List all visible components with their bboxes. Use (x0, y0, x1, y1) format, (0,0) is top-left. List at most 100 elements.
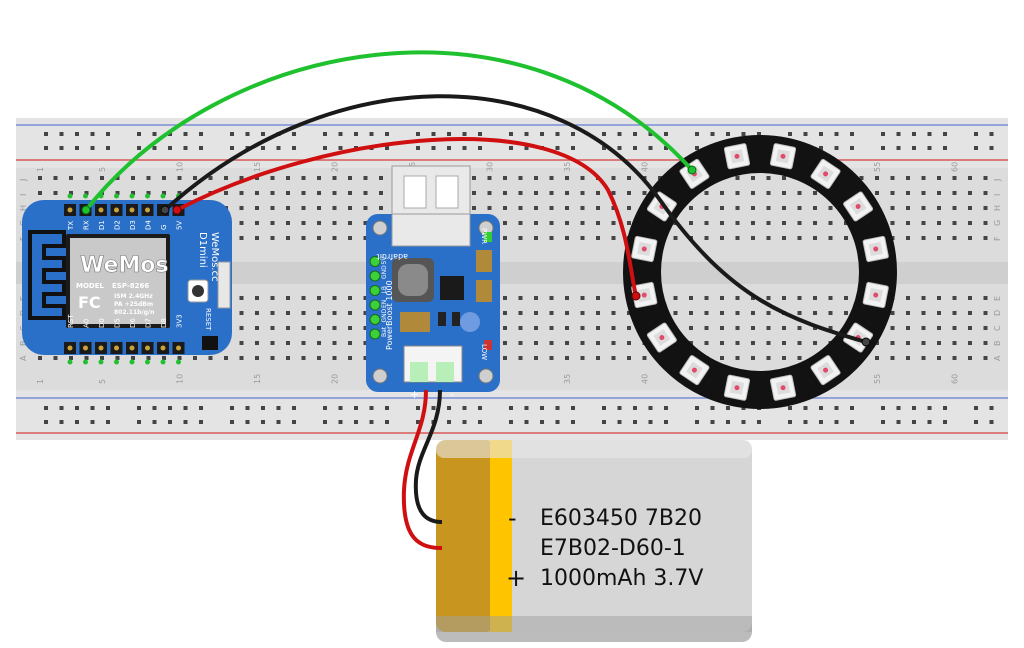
breadboard-hole (565, 341, 569, 345)
rail-hole (75, 146, 79, 150)
breadboard-hole (797, 206, 802, 210)
breadboard-hole (937, 221, 941, 225)
breadboard-hole (534, 356, 538, 360)
breadboard-hole (255, 206, 259, 210)
rail-hole (943, 406, 947, 410)
breadboard-hole (813, 326, 817, 330)
rail-hole (617, 420, 622, 424)
rail-hole (230, 420, 234, 424)
breadboard-hole (766, 326, 771, 330)
rail-hole (509, 420, 513, 424)
breadboard-hole (224, 191, 228, 195)
rail-hole (974, 146, 978, 150)
powerboost-pin[interactable] (369, 270, 381, 282)
breadboard-hole (177, 176, 182, 180)
powerboost-pin[interactable] (369, 285, 381, 296)
wire-black-ground[interactable] (163, 94, 867, 344)
breadboard-hole (239, 221, 244, 225)
breadboard-hole (580, 221, 585, 225)
breadboard-hole (565, 176, 569, 180)
rail-hole (633, 406, 637, 410)
neopixel-led (843, 191, 874, 222)
column-number: 10 (176, 162, 185, 172)
battery-body (436, 440, 752, 632)
breadboard-hole (859, 176, 864, 180)
breadboard-hole (627, 176, 631, 180)
breadboard-hole (348, 191, 352, 195)
pin-label: D7 (145, 318, 153, 328)
breadboard-hole (627, 341, 631, 345)
breadboard-hole (549, 296, 554, 300)
rail-hole (943, 146, 947, 150)
neopixel-led (769, 374, 797, 401)
connected-hole (145, 359, 150, 365)
connected-hole (83, 193, 88, 199)
rail-hole (989, 132, 994, 136)
rail-hole (912, 132, 916, 136)
breadboard-hole (797, 236, 802, 240)
breadboard-hole (131, 356, 135, 360)
rail-hole (803, 406, 808, 410)
breadboard-hole (69, 176, 73, 180)
jst-pin-left (410, 362, 428, 382)
pin-label: D3 (129, 220, 137, 230)
rail-hole (75, 406, 79, 410)
wire-battery-red[interactable] (401, 389, 443, 550)
powerboost-pin[interactable] (369, 328, 381, 340)
breadboard-hole (921, 341, 926, 345)
row-letter: F (993, 236, 1002, 241)
breadboard-hole (797, 356, 802, 360)
breadboard-hole (611, 206, 616, 210)
breadboard-hole (766, 296, 771, 300)
wire-red-5v[interactable] (176, 137, 638, 297)
rail-hole (788, 406, 792, 410)
powerboost-pin[interactable] (369, 256, 381, 267)
breadboard-hole (472, 176, 476, 180)
breadboard-hole (332, 221, 337, 225)
neopixel-led (810, 158, 841, 189)
breadboard-hole (177, 191, 182, 195)
rail-hole (199, 406, 203, 410)
breadboard-hole (782, 176, 786, 180)
breadboard-hole (348, 296, 352, 300)
row-letter: B (993, 341, 1002, 347)
rail-hole (245, 132, 250, 136)
rail-hole (338, 420, 343, 424)
rail-hole (106, 420, 110, 424)
breadboard-hole (332, 326, 337, 330)
breadboard-hole (363, 176, 368, 180)
wemos-reset-button[interactable] (192, 285, 204, 297)
breadboard-hole (735, 341, 740, 345)
rail-hole (850, 406, 854, 410)
breadboard-hole (270, 326, 275, 330)
breadboard-hole (797, 341, 802, 345)
powerboost-pin[interactable] (369, 299, 381, 311)
breadboard-hole (348, 311, 352, 315)
rail-hole (834, 146, 839, 150)
mount-hole-bl (372, 368, 388, 384)
header-pin-pad (114, 345, 119, 351)
breadboard-hole (689, 206, 693, 210)
rail-hole (617, 406, 622, 410)
column-number: 40 (641, 374, 650, 384)
breadboard-hole (317, 296, 321, 300)
breadboard-hole (921, 191, 926, 195)
wire-green-data[interactable] (84, 50, 694, 212)
connected-hole (98, 359, 104, 365)
breadboard-hole (751, 296, 755, 300)
breadboard-hole (239, 326, 244, 330)
breadboard-hole (379, 176, 383, 180)
rail-hole (59, 132, 64, 136)
wires[interactable] (81, 50, 871, 550)
powerboost-pin[interactable] (369, 314, 381, 325)
wemos-fcc-logo: FC (78, 293, 101, 312)
column-number: 30 (486, 162, 495, 172)
wire-end-green-b (687, 165, 697, 175)
wire-battery-black[interactable] (413, 389, 443, 524)
rail-hole (447, 406, 451, 410)
breadboard-hole (239, 356, 244, 360)
breadboard-hole (317, 341, 321, 345)
breadboard-hole (890, 326, 895, 330)
column-number: 35 (563, 374, 572, 384)
breadboard-hole (503, 176, 507, 180)
